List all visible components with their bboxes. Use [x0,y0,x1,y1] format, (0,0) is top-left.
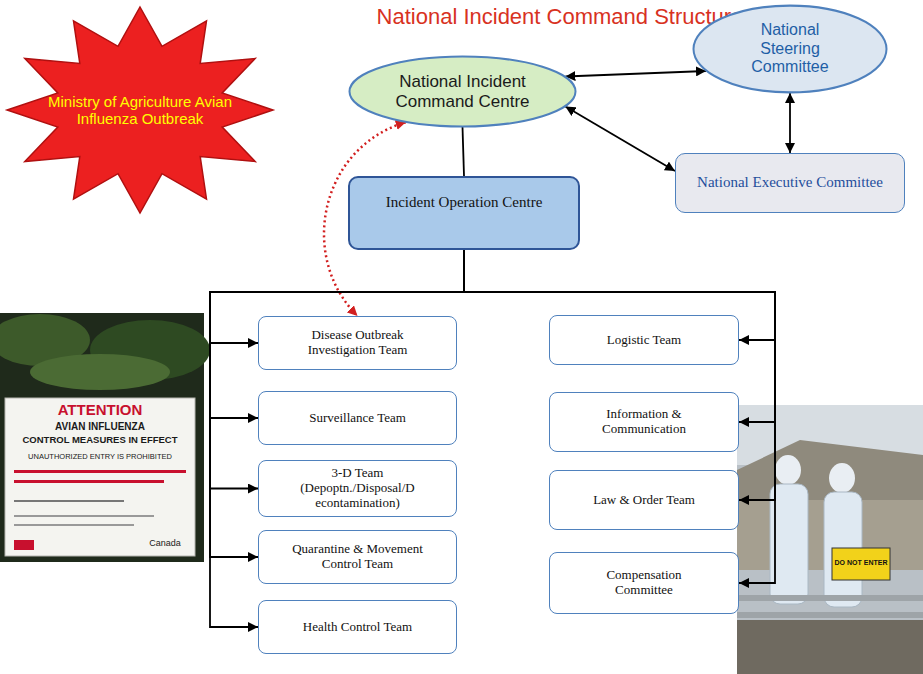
node-text: National Incident Command Centre [363,72,563,111]
team-box: Law & Order Team [549,470,739,530]
sign-rule [14,480,164,483]
ground [737,620,923,674]
sign-rule [14,515,154,517]
warning-sign [832,548,890,580]
team-box: Information & Communication [549,392,739,452]
protective-suit-photo [737,405,923,674]
node-text: Surveillance Team [309,411,406,426]
connector-arrow [463,127,465,176]
sign-logo-text: Canada [140,538,190,548]
connector-arrow [565,107,675,172]
starburst-shape [7,7,273,213]
connector-arrow [565,71,706,77]
team-box: Health Control Team [258,600,457,654]
node-text: Information & Communication [584,407,704,437]
committee-box: Compensation Committee [549,552,739,614]
steering-committee-ellipse: National Steering Committee [692,4,888,94]
sign-text: AVIAN INFLUENZA [10,421,190,432]
executive-committee-box: National Executive Committee [675,153,905,213]
connector-arrow [789,93,791,153]
hood [775,455,801,485]
sign-rule [14,500,124,502]
gate-bar [737,595,923,601]
connector-arrow [464,250,775,500]
warning-sign-photo [0,313,210,562]
operation-centre-box: Incident Operation Centre [348,176,580,250]
outbreak-starburst: Ministry of Agriculture Avian Influenza … [5,5,275,215]
node-text: Compensation Committee [589,568,699,598]
sign-board [5,398,195,556]
sign-text: UNAUTHORIZED ENTRY IS PROHIBITED [10,452,190,461]
connector-arrow [464,250,775,583]
node-text: Incident Operation Centre [386,194,543,211]
sign-text: CONTROL MEASURES IN EFFECT [10,434,190,445]
node-text: Quarantine & Movement Control Team [283,542,433,572]
node-text: Ministry of Agriculture Avian Influenza … [45,93,235,128]
sign-heading: ATTENTION [10,401,190,418]
ellipse-shape [350,57,576,127]
team-box: 3-D Team (Depoptn./Disposal/D econtamina… [258,460,457,517]
command-centre-ellipse: National Incident Command Centre [348,55,577,128]
node-text: National Executive Committee [697,174,883,191]
connector-arrow [210,250,464,557]
node-text: Health Control Team [303,620,412,635]
flag-mark [14,540,34,550]
ellipse-shape [694,6,887,93]
sign-rule [14,470,186,473]
connector-arrow [210,250,464,489]
node-text: Logistic Team [607,333,681,348]
node-text: 3-D Team (Depoptn./Disposal/D econtamina… [283,466,433,511]
foliage [30,354,170,390]
hood [829,463,855,493]
warning-sign-text: DO NOT ENTER [833,559,889,566]
team-box: Surveillance Team [258,391,457,445]
photo-background [737,405,923,674]
gate-bar [737,612,923,618]
team-box: Quarantine & Movement Control Team [258,530,457,584]
node-text: Law & Order Team [593,493,695,508]
team-box: Logistic Team [549,315,739,365]
node-text: National Steering Committee [740,21,840,76]
team-box: Disease Outbreak Investigation Team [258,316,457,370]
sign-rule [14,524,134,526]
connector-arrow [210,250,464,627]
node-text: Disease Outbreak Investigation Team [283,328,433,358]
